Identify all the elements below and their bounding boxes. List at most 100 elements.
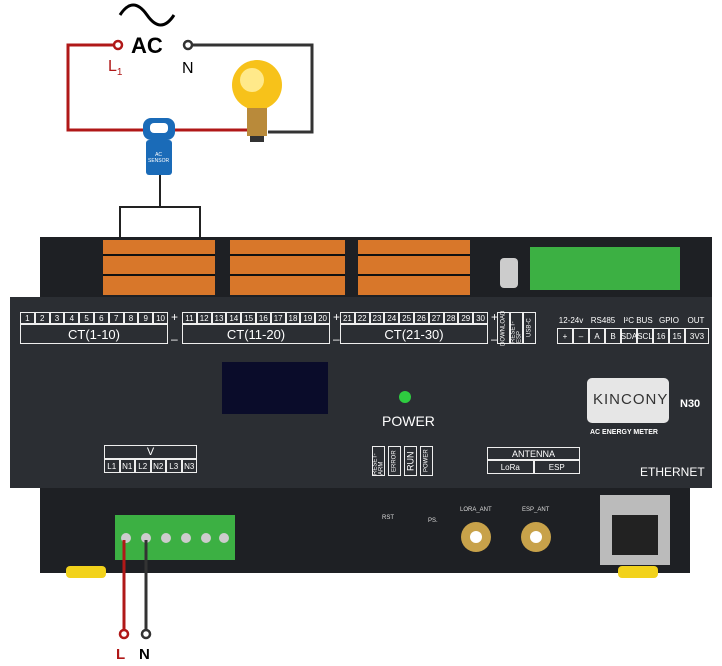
- brand-plate: [587, 378, 669, 423]
- usb-c-port: [500, 258, 518, 288]
- ct-number: 3: [49, 312, 65, 324]
- l1-label: L1: [108, 58, 122, 78]
- mounting-foot-right: [618, 566, 658, 578]
- ct-number: 14: [226, 312, 242, 324]
- v-cell: N2: [150, 459, 166, 473]
- ct-number: 29: [458, 312, 474, 324]
- side-button-label: DOWNLOAD: [497, 310, 510, 346]
- io-cell: SDA: [621, 328, 637, 344]
- sine-wave-icon: [118, 3, 176, 27]
- ct-number: 21: [340, 312, 355, 324]
- indicator-label: RESET-ARM: [372, 446, 385, 476]
- ct-number: 18: [285, 312, 301, 324]
- indicator-label: POWER: [420, 446, 433, 476]
- ethernet-label: ETHERNET: [640, 465, 705, 479]
- indicator-label: ERROR: [388, 446, 401, 476]
- ct-group-label: CT(21-30): [340, 324, 488, 344]
- ct-terminal-block-3: [358, 240, 470, 295]
- ct-number: 16: [255, 312, 271, 324]
- power-terminal-block: [530, 247, 680, 290]
- io-header: GPIO: [658, 315, 679, 325]
- ct-number: 9: [138, 312, 154, 324]
- bottom-terminal-block: [115, 515, 235, 560]
- n-label: N: [182, 60, 194, 77]
- ct-number: 26: [413, 312, 429, 324]
- pcb-lora-ant: LORA_ANT: [460, 507, 492, 513]
- v-cell: L3: [166, 459, 182, 473]
- io-cell: 3V3: [685, 328, 709, 344]
- io-cell: +: [557, 328, 573, 344]
- io-cell: –: [573, 328, 589, 344]
- sensor-leads: [119, 175, 201, 240]
- mounting-foot-left: [66, 566, 106, 578]
- ct-number: 12: [196, 312, 212, 324]
- minus-sign: –: [491, 332, 498, 346]
- antenna-cell: LoRa: [487, 460, 534, 474]
- indicator-label: RUN: [404, 446, 417, 476]
- ct-number: 22: [354, 312, 370, 324]
- minus-sign: –: [171, 332, 178, 346]
- sensor-label-2: SENSOR: [148, 158, 170, 164]
- plus-sign: +: [171, 310, 179, 324]
- io-header: OUT: [687, 315, 705, 325]
- n-terminal-dot: [182, 39, 194, 51]
- n-bottom-label: N: [139, 646, 150, 663]
- ct-number: 1: [20, 312, 35, 324]
- power-led: [399, 391, 411, 403]
- ct-group-label: CT(1-10): [20, 324, 168, 344]
- ct-terminal-block-2: [230, 240, 345, 295]
- ac-sensor-clamp: [143, 118, 175, 175]
- side-button-label: USB-C: [523, 312, 536, 344]
- ct-number: 7: [108, 312, 124, 324]
- io-cell: 15: [669, 328, 685, 344]
- power-label: POWER: [382, 413, 435, 429]
- ct-group-label: CT(11-20): [182, 324, 330, 344]
- ct-number: 5: [79, 312, 94, 324]
- antenna-cell: ESP: [533, 460, 580, 474]
- pcb-esp-ant: ESP_ANT: [522, 507, 550, 513]
- v-cell: N3: [181, 459, 197, 473]
- l1-text: L: [108, 58, 117, 75]
- sensor-label-1: AC: [155, 152, 163, 158]
- ct-terminal-block-1: [103, 240, 215, 295]
- light-bulb-icon: [232, 60, 282, 142]
- n-bottom-terminal-dot: [140, 628, 152, 640]
- ct-number: 10: [153, 312, 168, 324]
- antenna-title: ANTENNA: [487, 447, 580, 460]
- io-cell: A: [589, 328, 605, 344]
- io-cell: 16: [653, 328, 669, 344]
- io-header: I²C BUS: [623, 315, 653, 325]
- ct-number: 17: [270, 312, 286, 324]
- v-cell: N1: [119, 459, 135, 473]
- ct-number: 2: [34, 312, 50, 324]
- model-label: N30: [680, 398, 701, 410]
- ct-number: 6: [93, 312, 109, 324]
- pcb-rst: RST: [382, 515, 394, 521]
- ct-number: 15: [241, 312, 256, 324]
- io-cell: B: [605, 328, 621, 344]
- plus-sign: +: [333, 310, 341, 324]
- ct-number: 11: [182, 312, 197, 324]
- ct-number: 24: [384, 312, 400, 324]
- neutral-wire-top: [188, 43, 314, 134]
- ct-number: 27: [428, 312, 444, 324]
- ac-label: AC: [131, 33, 163, 58]
- brand-logo: KINCONY: [593, 391, 669, 408]
- v-cell: L2: [135, 459, 151, 473]
- l-bottom-label: L: [116, 646, 126, 663]
- io-header: RS485: [590, 315, 616, 325]
- ct-number: 28: [443, 312, 459, 324]
- io-cell: SCL: [637, 328, 653, 344]
- ct-number: 30: [473, 312, 488, 324]
- v-cell: L1: [104, 459, 120, 473]
